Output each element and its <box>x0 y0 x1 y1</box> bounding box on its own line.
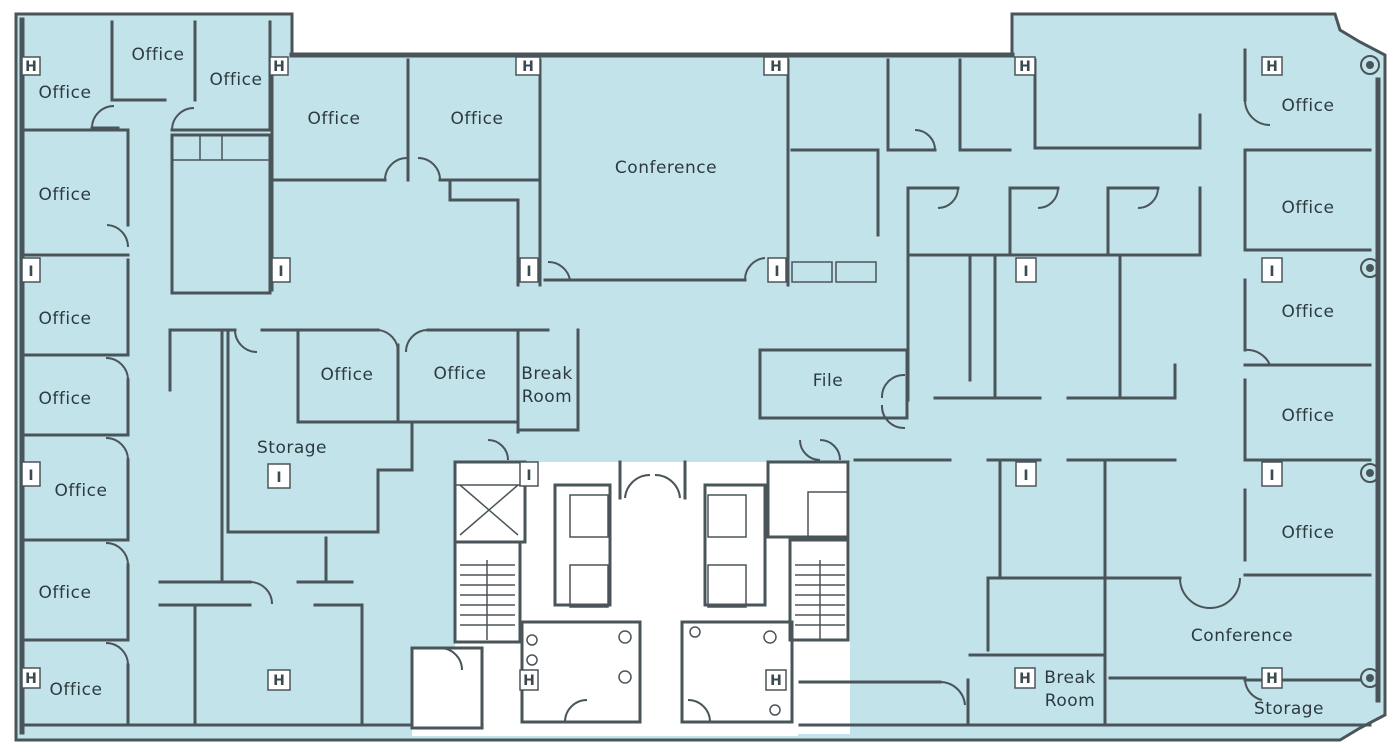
room-label-office: Office <box>1282 198 1335 218</box>
room-labels: Office Office Office Office Office Confe… <box>39 45 1335 719</box>
room-label-office: Office <box>210 70 263 90</box>
i-marker: I <box>21 461 41 487</box>
svg-text:H: H <box>770 673 782 689</box>
room-label-office: Office <box>39 583 92 603</box>
restroom-right <box>680 620 794 724</box>
svg-text:H: H <box>273 673 285 689</box>
svg-text:I: I <box>774 264 779 280</box>
svg-text:I: I <box>1269 468 1274 484</box>
room-label-office: Office <box>308 109 361 129</box>
h-marker: H <box>21 667 41 689</box>
i-marker: I <box>767 257 787 283</box>
h-marker: H <box>269 56 289 76</box>
room-label-office: Office <box>132 45 185 65</box>
h-marker: H <box>1014 56 1036 76</box>
janitor-room <box>410 646 484 730</box>
room-label-break-room: Room <box>522 387 572 407</box>
room-label-office: Office <box>1282 302 1335 322</box>
room-label-break-room: Room <box>1045 691 1095 711</box>
room-label-office: Office <box>1282 96 1335 116</box>
stairwell-left <box>453 540 522 644</box>
room-label-file: File <box>813 371 843 391</box>
svg-text:H: H <box>770 59 782 75</box>
structural-columns <box>1360 55 1380 688</box>
room-label-office: Office <box>39 83 92 103</box>
svg-text:I: I <box>28 264 33 280</box>
i-marker: I <box>1261 461 1283 487</box>
i-marker: I <box>1015 257 1037 283</box>
svg-text:I: I <box>1023 264 1028 280</box>
svg-text:H: H <box>523 673 535 689</box>
h-marker: H <box>1261 667 1283 689</box>
stairs-right <box>795 560 845 640</box>
i-marker: I <box>1015 461 1037 487</box>
h-marker: H <box>763 56 789 76</box>
svg-text:H: H <box>1266 671 1278 687</box>
room-label-office: Office <box>1282 406 1335 426</box>
svg-text:I: I <box>526 264 531 280</box>
building-core <box>410 460 850 730</box>
i-marker: I <box>519 257 539 283</box>
h-marker: H <box>1261 56 1283 76</box>
exterior-walls <box>19 17 1381 735</box>
i-marker: I <box>21 257 41 283</box>
svg-text:I: I <box>1023 468 1028 484</box>
room-label-office: Office <box>39 185 92 205</box>
room-label-conference: Conference <box>615 158 717 178</box>
svg-text:I: I <box>278 264 283 280</box>
room-label-break-room: Break <box>1044 668 1096 688</box>
stairs-left <box>460 560 515 640</box>
svg-text:H: H <box>522 59 534 75</box>
elevator-lobby-right <box>703 483 767 607</box>
svg-text:I: I <box>1269 264 1274 280</box>
i-marker: I <box>519 461 539 487</box>
room-label-office: Office <box>434 364 487 384</box>
room-label-storage: Storage <box>1254 699 1324 719</box>
room-label-office: Office <box>321 365 374 385</box>
h-marker: H <box>519 669 539 691</box>
h-marker: H <box>21 56 41 76</box>
svg-text:I: I <box>28 468 33 484</box>
svg-text:H: H <box>273 59 285 75</box>
stairwell-right <box>788 538 850 642</box>
svg-text:H: H <box>1019 59 1031 75</box>
h-marker: H <box>515 56 541 76</box>
svg-text:H: H <box>25 59 37 75</box>
h-marker: H <box>1014 667 1036 689</box>
room-label-conference: Conference <box>1191 626 1293 646</box>
room-label-office: Office <box>55 481 108 501</box>
h-marker: H <box>267 669 291 691</box>
room-label-break-room: Break <box>521 364 573 384</box>
i-marker: I <box>267 463 291 489</box>
room-label-office: Office <box>1282 523 1335 543</box>
svg-text:H: H <box>1266 59 1278 75</box>
i-marker: I <box>271 257 291 283</box>
room-label-office: Office <box>451 109 504 129</box>
i-marker: I <box>1261 257 1283 283</box>
svg-text:I: I <box>526 468 531 484</box>
doors <box>91 99 1271 706</box>
room-label-office: Office <box>39 389 92 409</box>
h-marker: H <box>765 669 787 691</box>
svg-text:I: I <box>276 470 281 486</box>
symbol-markers: H H H H H H I I I I I I I I I I I H H H … <box>21 56 1283 691</box>
interior-walls <box>20 20 1372 727</box>
svg-text:H: H <box>25 671 37 687</box>
elevator-lobby-left <box>553 483 612 607</box>
room-label-storage: Storage <box>257 438 327 458</box>
room-label-office: Office <box>50 680 103 700</box>
svg-text:H: H <box>1019 671 1031 687</box>
room-label-office: Office <box>39 309 92 329</box>
